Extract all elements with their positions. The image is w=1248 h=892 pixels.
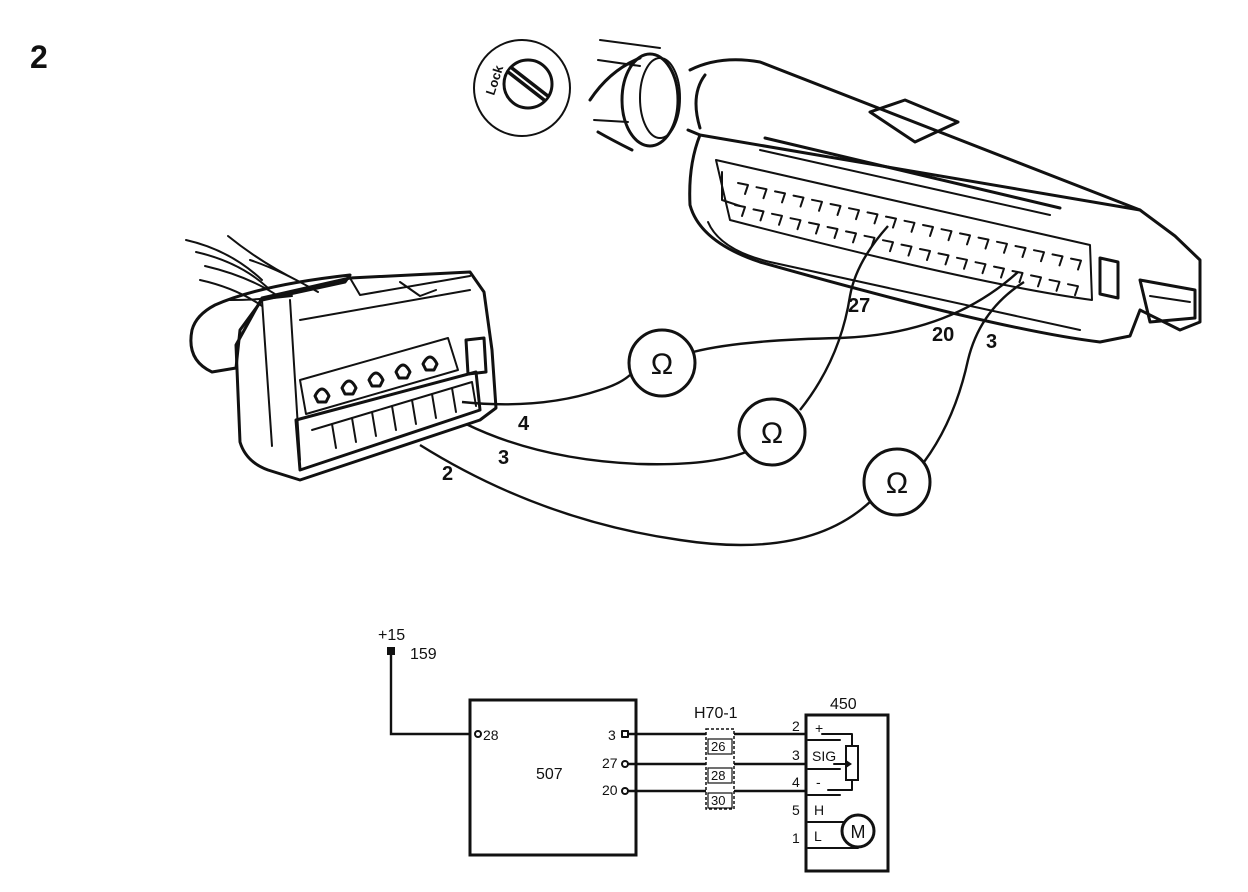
connector-pin-30: 30 (711, 793, 725, 808)
connector-rib (331, 417, 357, 443)
ecu-pin (922, 224, 934, 237)
ohmmeter-2: Ω (737, 397, 807, 467)
ecu-pin (959, 232, 971, 246)
ohm-symbol-2: Ω (761, 417, 783, 450)
ohmmeter-3: Ω (862, 447, 932, 517)
sensor-pin-1: 1 (792, 830, 800, 846)
sensor-pin (367, 371, 385, 388)
connector-rib (431, 387, 457, 413)
probe-label-small-4: 4 (518, 413, 530, 435)
sensor-pin (340, 379, 358, 396)
sensor-pin-4: 4 (792, 774, 800, 790)
supply-label: +15 (378, 627, 405, 644)
ecu-pin (900, 243, 913, 257)
supply-wire-number: 159 (410, 646, 437, 663)
motor-label: M (851, 822, 866, 842)
ecu-block (468, 698, 638, 857)
sensor-term-l: L (814, 828, 822, 844)
sensor-term-sig: SIG (812, 748, 836, 764)
ecu-pin (882, 239, 894, 253)
sensor-name: 450 (830, 696, 857, 713)
connector-pin-26: 26 (711, 739, 725, 754)
figure-number: 2 (30, 39, 48, 75)
schematic: +15 159 507 28 3 27 20 H70-1 26 28 30 45… (378, 627, 890, 873)
ohm-symbol-1: Ω (651, 348, 673, 381)
connector-pin-28: 28 (711, 768, 725, 783)
ecu-pin (734, 204, 746, 217)
sensor-connector-ribs (311, 381, 477, 449)
ecu-pin (903, 219, 916, 233)
ecu-pin-3: 3 (608, 727, 616, 743)
ecu-pin (737, 182, 749, 195)
motor-icon: M (825, 813, 876, 849)
ecu-pin (1033, 249, 1045, 263)
probe-label-small-3: 3 (498, 447, 509, 469)
probe-label-ecu-3: 3 (986, 331, 997, 353)
ecu-pin (993, 265, 1005, 279)
potentiometer-icon (821, 733, 859, 791)
probe-label-ecu-20: 20 (932, 324, 954, 346)
ecu-pin (1048, 278, 1061, 292)
ecu-pin (919, 248, 931, 261)
ecu-pin (752, 208, 765, 222)
connector-rib (371, 405, 397, 431)
connector-name: H70-1 (694, 705, 738, 722)
connector-rib (451, 381, 477, 407)
ecu-pin (1067, 283, 1079, 297)
ecu-pin (826, 226, 839, 239)
ecu-pin (974, 261, 987, 275)
ohm-symbol-3: Ω (886, 467, 908, 500)
sensor-pin (313, 387, 331, 404)
sensor-pin-3: 3 (792, 747, 800, 763)
sensor-pin (394, 363, 412, 380)
ecu-name: 507 (536, 766, 563, 783)
sensor-term-h: H (814, 802, 824, 818)
ecu-pin (845, 230, 857, 244)
ecu-pin-row-top (737, 182, 1082, 271)
ecu-pin (940, 228, 953, 242)
probe-wires (419, 225, 1025, 547)
ecu-pin (808, 221, 820, 235)
ecu-pin (996, 240, 1008, 254)
sensor-pin (421, 355, 439, 372)
ecu-pin-row-bottom (734, 204, 1079, 297)
ecu-pin (771, 212, 783, 226)
ecu-pin-27: 27 (602, 755, 618, 771)
ecu-pin (811, 198, 823, 212)
sensor-term-minus: - (816, 774, 821, 790)
connector-rib (391, 399, 417, 425)
ecu-pin (774, 190, 786, 204)
ohmmeter-1: Ω (627, 328, 697, 398)
ecu-pin (829, 203, 842, 216)
ecu-pin (1011, 270, 1024, 283)
ecu-pin (1051, 253, 1064, 267)
ecu-pin (866, 211, 879, 225)
sensor-term-plus: + (815, 720, 823, 736)
probe-label-small-2: 2 (442, 463, 453, 485)
connector-rib (311, 423, 337, 449)
connector-rib (411, 393, 437, 419)
sensor-connector (185, 235, 498, 482)
ecu-pin (848, 207, 860, 221)
ecu-harness-connector (588, 39, 1202, 344)
ecu-pin (755, 186, 768, 200)
ignition-lock-icon: Lock (473, 39, 571, 137)
ecu-pin (1030, 274, 1042, 288)
ecu-pin (977, 236, 990, 250)
probe-label-ecu-27: 27 (848, 295, 870, 317)
connector-rib (351, 411, 377, 437)
ecu-pin (1070, 257, 1082, 271)
sensor-connector-pins (313, 355, 439, 404)
ecu-pin-28: 28 (483, 727, 499, 743)
ecu-pin (956, 256, 968, 270)
ecu-pin (1014, 245, 1027, 258)
ecu-pin (789, 217, 802, 231)
sensor-pin-5: 5 (792, 802, 800, 818)
ecu-pin-20: 20 (602, 782, 618, 798)
ecu-pin (885, 215, 897, 229)
sensor-pin-2: 2 (792, 718, 800, 734)
ecu-pin (792, 194, 805, 208)
ecu-pin (937, 252, 950, 266)
